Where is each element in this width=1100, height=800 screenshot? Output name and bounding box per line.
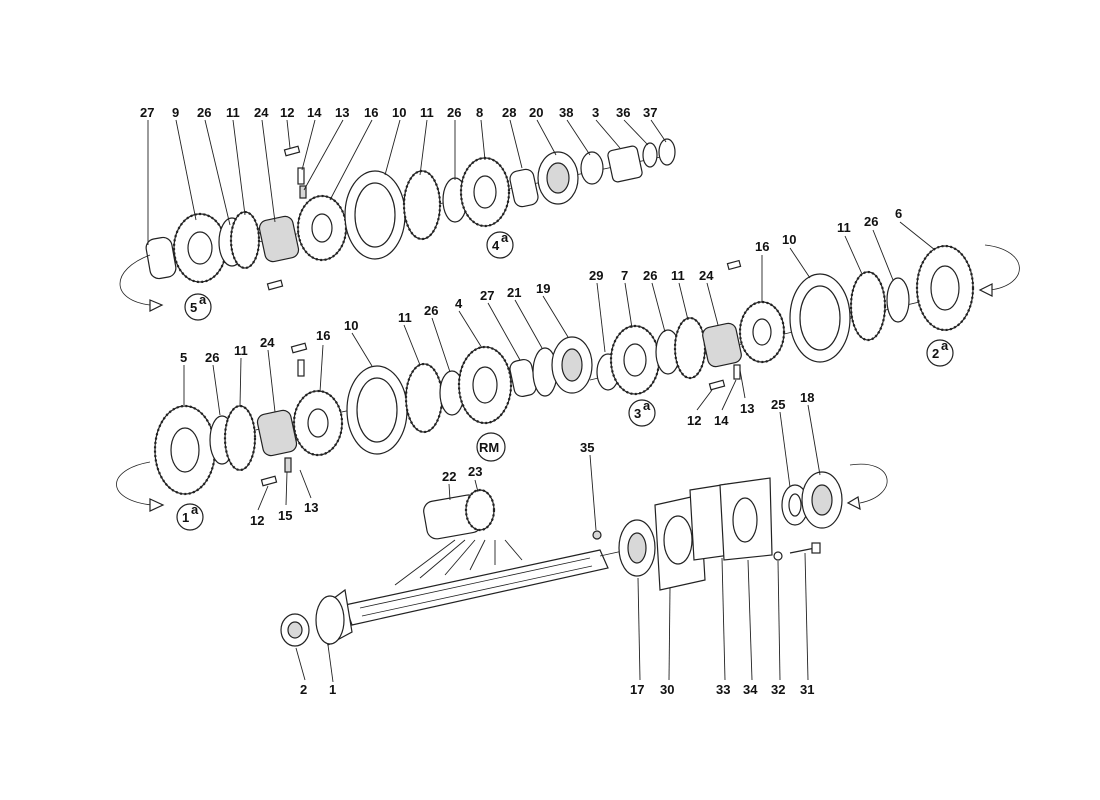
callout-28: 28 xyxy=(502,105,516,120)
badge-1st-gear xyxy=(176,503,204,531)
callout-24c: 24 xyxy=(260,335,275,350)
callout-24b: 24 xyxy=(699,268,714,283)
callout-34: 34 xyxy=(743,682,758,697)
part-24-needle-bearing-b xyxy=(702,322,742,368)
svg-text:a: a xyxy=(501,230,509,245)
callout-4: 4 xyxy=(455,296,463,311)
badge-reverse-gear xyxy=(476,432,506,462)
callout-2: 2 xyxy=(300,682,307,697)
callout-26d: 26 xyxy=(864,214,878,229)
callout-33: 33 xyxy=(716,682,730,697)
callout-19: 19 xyxy=(536,281,550,296)
callout-32: 32 xyxy=(771,682,785,697)
callout-27b: 27 xyxy=(480,288,494,303)
callout-13b: 13 xyxy=(304,500,318,515)
part-1-pinion-shaft xyxy=(344,549,609,626)
badge-4th-gear xyxy=(486,231,514,259)
callout-11: 11 xyxy=(226,105,240,120)
svg-text:3: 3 xyxy=(634,406,641,421)
part-37-ring xyxy=(658,138,676,166)
badge-5th-gear xyxy=(184,293,212,321)
part-38-ring xyxy=(580,151,604,185)
upper-shaft-assembly: 27 9 26 11 24 12 14 13 16 10 11 26 8 28 … xyxy=(119,105,676,321)
callout-26e: 26 xyxy=(205,350,219,365)
callout-10: 10 xyxy=(392,105,406,120)
callout-26f: 26 xyxy=(424,303,438,318)
callout-1: 1 xyxy=(329,682,336,697)
part-26-ring-d xyxy=(886,277,910,323)
callout-26: 26 xyxy=(197,105,211,120)
callout-3: 3 xyxy=(592,105,599,120)
callout-10b: 10 xyxy=(782,232,796,247)
callout-16: 16 xyxy=(364,105,378,120)
callout-9: 9 xyxy=(172,105,179,120)
callout-13c: 13 xyxy=(740,401,754,416)
callout-14: 14 xyxy=(307,105,322,120)
callout-10c: 10 xyxy=(344,318,358,333)
callout-11f: 11 xyxy=(398,310,412,325)
callout-12b: 12 xyxy=(250,513,264,528)
callout-12c: 12 xyxy=(687,413,701,428)
callout-35: 35 xyxy=(580,440,594,455)
part-32-washer xyxy=(773,551,783,561)
part-24-needle-bearing-c xyxy=(256,409,298,457)
callout-5: 5 xyxy=(180,350,187,365)
callout-22: 22 xyxy=(442,469,456,484)
callout-16b: 16 xyxy=(755,239,769,254)
callout-31: 31 xyxy=(800,682,814,697)
svg-text:2: 2 xyxy=(932,346,939,361)
callout-16c: 16 xyxy=(316,328,330,343)
callout-29: 29 xyxy=(589,268,603,283)
callout-11d: 11 xyxy=(837,220,851,235)
callout-26b: 26 xyxy=(447,105,461,120)
callout-15: 15 xyxy=(278,508,292,523)
callout-11b: 11 xyxy=(420,105,434,120)
callout-21: 21 xyxy=(507,285,521,300)
part-35-ball xyxy=(592,530,602,540)
callout-38: 38 xyxy=(559,105,573,120)
badge-3rd-gear xyxy=(628,399,656,427)
callout-11e: 11 xyxy=(234,343,248,358)
callout-8: 8 xyxy=(476,105,483,120)
svg-text:5: 5 xyxy=(190,300,197,315)
right-shaft-assembly: 29 7 26 11 24 16 10 11 26 6 12 14 13 3 a… xyxy=(589,206,1020,428)
callout-27: 27 xyxy=(140,105,154,120)
callout-6: 6 xyxy=(895,206,902,221)
part-36-ring xyxy=(642,142,658,168)
callout-26c: 26 xyxy=(643,268,657,283)
callout-17: 17 xyxy=(630,682,644,697)
callout-20: 20 xyxy=(529,105,543,120)
svg-text:a: a xyxy=(199,292,207,307)
callout-24: 24 xyxy=(254,105,269,120)
svg-text:1: 1 xyxy=(182,510,189,525)
svg-text:4: 4 xyxy=(492,238,500,253)
callout-12: 12 xyxy=(280,105,294,120)
callout-11c: 11 xyxy=(671,268,685,283)
svg-text:a: a xyxy=(941,338,949,353)
callout-13: 13 xyxy=(335,105,349,120)
svg-text:a: a xyxy=(191,502,199,517)
svg-text:a: a xyxy=(643,398,651,413)
middle-shaft-assembly: 5 26 11 24 16 10 11 26 4 27 21 19 12 15 … xyxy=(116,281,593,531)
part-24-needle-bearing xyxy=(258,215,300,263)
callout-37: 37 xyxy=(643,105,657,120)
svg-text:RM: RM xyxy=(479,440,499,455)
callout-25: 25 xyxy=(771,397,785,412)
callout-18: 18 xyxy=(800,390,814,405)
part-27-bushing xyxy=(145,236,177,280)
badge-2nd-gear xyxy=(926,339,954,367)
callout-7: 7 xyxy=(621,268,628,283)
callout-36: 36 xyxy=(616,105,630,120)
part-28-bushing xyxy=(509,168,539,208)
part-3-coupling xyxy=(607,145,643,183)
part-31-bolt xyxy=(789,547,816,554)
callout-14c: 14 xyxy=(714,413,729,428)
callout-30: 30 xyxy=(660,682,674,697)
callout-23: 23 xyxy=(468,464,482,479)
lower-pinion-assembly: 22 23 35 25 18 2 1 17 30 33 34 32 31 xyxy=(280,390,888,697)
